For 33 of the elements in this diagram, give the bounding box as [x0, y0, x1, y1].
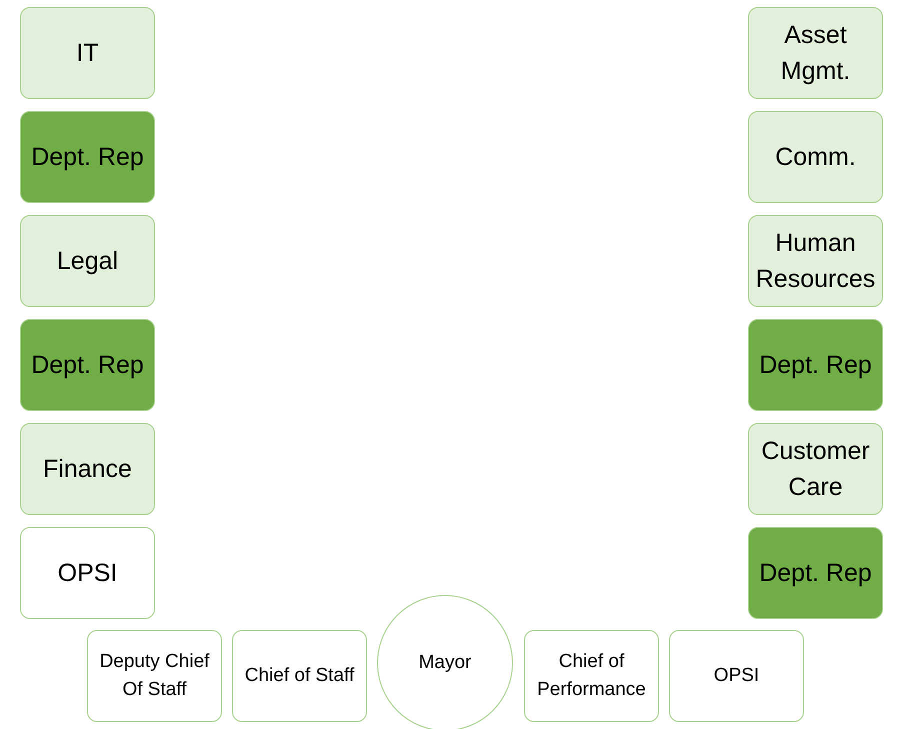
seat-label: Dept. Rep — [759, 558, 872, 589]
seat-label: Legal — [56, 246, 118, 277]
seat-label: Customer Care — [760, 436, 871, 503]
seat-label: Dept. Rep — [759, 350, 872, 381]
seat-label: Finance — [43, 454, 132, 485]
seat-box — [20, 423, 155, 515]
seat-box — [748, 527, 883, 619]
seat-label: Dept. Rep — [31, 350, 144, 381]
seat-label: OPSI — [58, 558, 118, 589]
seat-label: Dept. Rep — [31, 142, 144, 173]
seat-box — [20, 7, 155, 99]
seat-box — [20, 111, 155, 203]
seat-box — [748, 215, 883, 307]
seat-label: Human Resources — [754, 228, 876, 295]
seat-label: OPSI — [714, 664, 760, 688]
seat-box — [20, 527, 155, 619]
seat-box — [748, 423, 883, 515]
seat-label: IT — [76, 38, 99, 69]
seat-label: Comm. — [775, 142, 856, 173]
seat-box — [20, 319, 155, 411]
seat-box — [669, 630, 804, 722]
seat-label: Chief of Performance — [536, 650, 647, 702]
seat-box — [232, 630, 367, 722]
seat-label: Mayor — [418, 651, 472, 676]
seat-box — [524, 630, 659, 722]
seat-label: Chief of Staff — [244, 664, 354, 688]
seat-box — [748, 111, 883, 203]
seat-label: Asset Mgmt. — [780, 20, 852, 87]
seat-label: Deputy Chief Of Staff — [98, 650, 210, 702]
seat-box — [20, 215, 155, 307]
seat-box — [748, 7, 883, 99]
seat-box — [87, 630, 222, 722]
seat-box — [748, 319, 883, 411]
